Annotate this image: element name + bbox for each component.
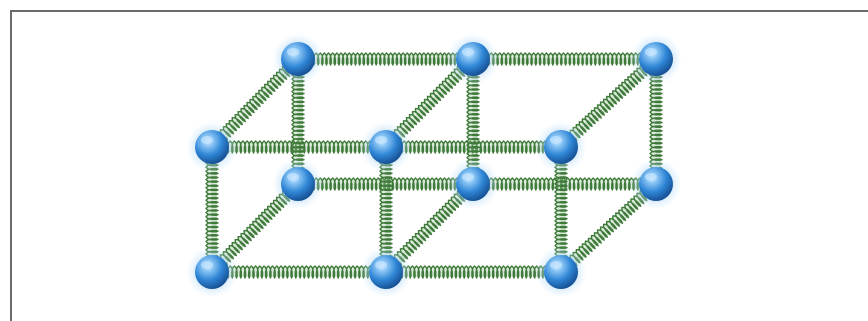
spring-bt-1-bt-2	[298, 52, 473, 66]
atoms-layer	[186, 33, 682, 298]
atom-fb-2	[360, 246, 412, 298]
atom-fb-1	[186, 246, 238, 298]
atom-bb-2	[447, 158, 499, 210]
atom-bt-3	[630, 33, 682, 85]
spring-bb-2-bb-3	[473, 177, 656, 191]
spring-fb-2-fb-3	[386, 265, 561, 279]
atom-ft-1	[186, 121, 238, 173]
spring-bb-1-bb-2	[298, 177, 473, 191]
atom-fb-3	[535, 246, 587, 298]
springs-layer	[205, 52, 663, 279]
atom-bt-2	[447, 33, 499, 85]
atom-bb-1	[272, 158, 324, 210]
spring-bt-2-bt-3	[473, 52, 656, 66]
atom-bt-1	[272, 33, 324, 85]
spring-fb-1-fb-2	[212, 265, 386, 279]
atom-ft-3	[535, 121, 587, 173]
atom-bb-3	[630, 158, 682, 210]
atom-ft-2	[360, 121, 412, 173]
